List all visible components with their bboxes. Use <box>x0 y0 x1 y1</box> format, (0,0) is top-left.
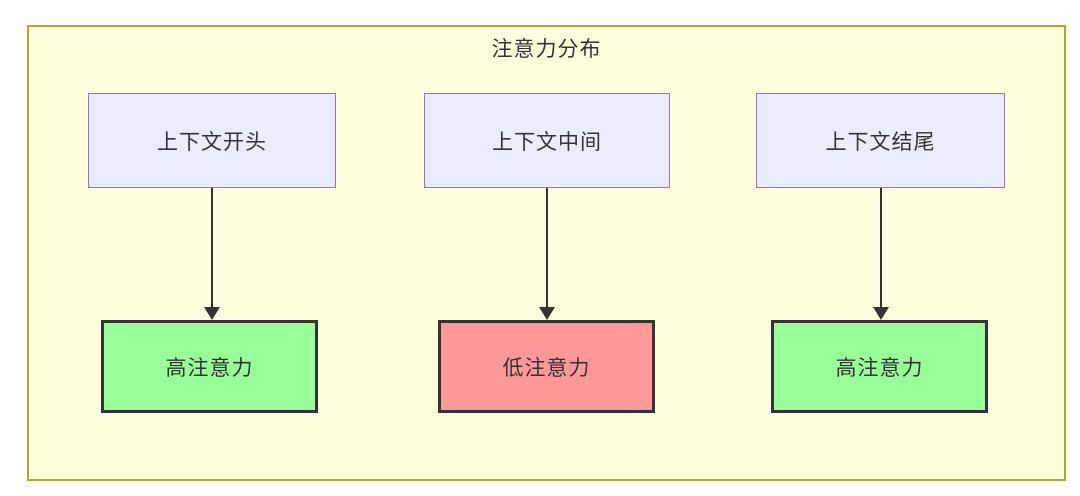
node-label: 高注意力 <box>835 356 924 380</box>
arrow-head-icon <box>873 307 889 320</box>
node-context-end: 上下文结尾 <box>756 93 1005 188</box>
arrow-line-2 <box>546 188 548 309</box>
node-low-attention: 低注意力 <box>438 320 655 413</box>
arrow-head-icon <box>204 307 220 320</box>
node-high-attention-2: 高注意力 <box>771 320 988 413</box>
node-context-beginning: 上下文开头 <box>88 93 336 188</box>
arrow-line-1 <box>211 188 213 309</box>
node-label: 低注意力 <box>502 356 591 380</box>
arrow-head-icon <box>539 307 555 320</box>
node-label: 上下文结尾 <box>825 130 936 154</box>
node-label: 高注意力 <box>165 356 254 380</box>
node-label: 上下文开头 <box>157 130 267 154</box>
arrow-line-3 <box>880 188 882 309</box>
node-label: 上下文中间 <box>492 130 602 154</box>
node-high-attention-1: 高注意力 <box>101 320 318 413</box>
node-context-middle: 上下文中间 <box>424 93 670 188</box>
diagram-title: 注意力分布 <box>491 38 602 61</box>
